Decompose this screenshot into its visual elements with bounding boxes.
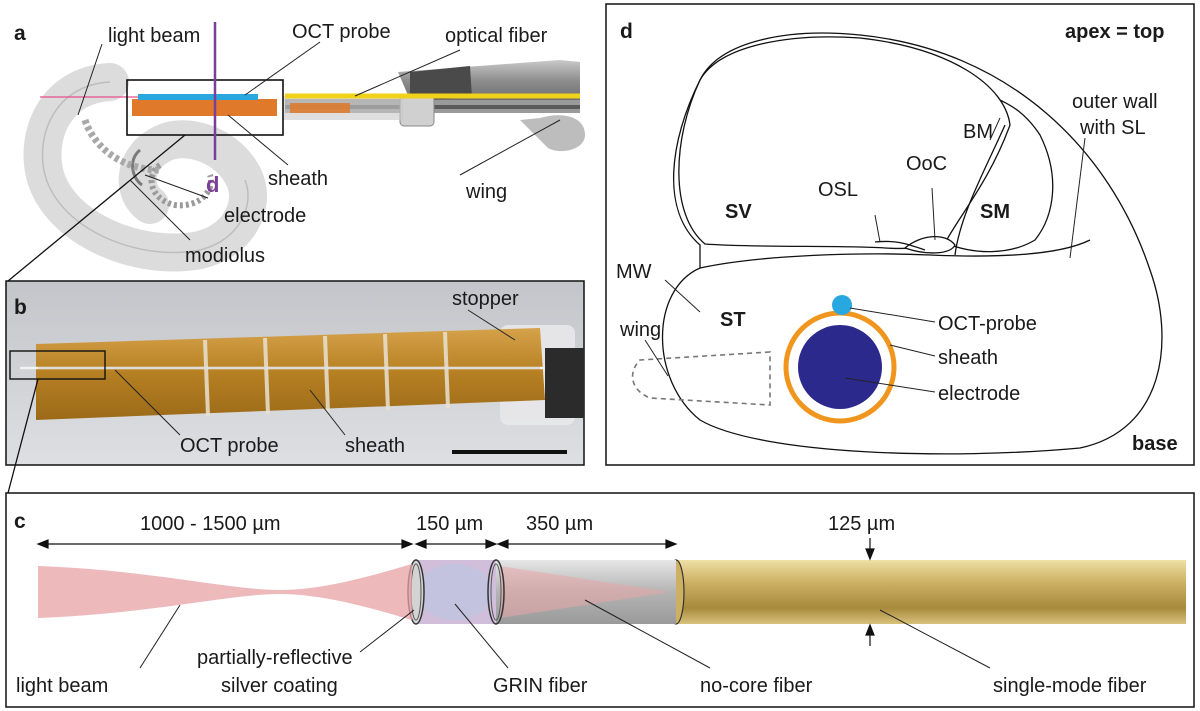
label-light-beam-a: light beam [108, 25, 200, 47]
label-sheath-b: sheath [345, 435, 405, 457]
electrode-circle [798, 325, 882, 409]
label-wing-a: wing [465, 181, 507, 203]
label-sheath-a: sheath [268, 168, 328, 190]
wing-outline [631, 351, 771, 406]
insertion-tool [283, 60, 585, 152]
base-label: base [1132, 433, 1178, 455]
st-top [699, 239, 1091, 269]
label-light-beam-c: light beam [16, 675, 108, 697]
label-outer-wall-2: with SL [1079, 117, 1146, 139]
panel-c: c 1 [5, 492, 1195, 708]
label-bm: BM [963, 121, 993, 143]
sheath-photo [36, 328, 545, 420]
ooc-shape [903, 236, 956, 254]
label-stopper-b: stopper [452, 288, 519, 310]
label-outer-wall-1: outer wall [1072, 91, 1158, 113]
panel-c-frame [5, 492, 1195, 708]
sheath-shape [132, 99, 277, 116]
zoom-box-a [126, 79, 284, 136]
panel-d: d apex = top base [605, 3, 1195, 466]
dim-beam-label: 1000 - 1500 µm [140, 513, 281, 535]
zoom-connector-b [7, 378, 39, 494]
apex-label: apex = top [1065, 21, 1164, 43]
cochlea-illustration [23, 63, 267, 272]
label-osl: OSL [818, 179, 858, 201]
oct-probe-shape [138, 94, 258, 100]
label-st: ST [720, 309, 746, 331]
label-coating-line2: silver coating [221, 675, 338, 697]
label-sheath-d: sheath [938, 347, 998, 369]
label-modiolus-a: modiolus [185, 245, 265, 267]
label-smf: single-mode fiber [993, 675, 1147, 697]
label-grin-fiber: GRIN fiber [493, 675, 588, 697]
oct-probe-circle [832, 295, 852, 315]
panel-d-letter: d [620, 20, 633, 43]
light-beam-shape-c [38, 564, 412, 620]
zoom-box-b [9, 350, 106, 380]
label-oct-probe-b: OCT probe [180, 435, 279, 457]
sm-chamber [944, 99, 1054, 253]
label-optical-fiber-a: optical fiber [445, 25, 548, 47]
label-ooc: OoC [906, 153, 947, 175]
dimension-arrows [36, 538, 875, 646]
dim-nocore-label: 350 µm [526, 513, 593, 535]
panel-c-letter: c [14, 510, 26, 533]
panel-b: b stopper OCT probe sheath [5, 280, 585, 494]
label-electrode-d: electrode [938, 383, 1020, 405]
zoom-connector-a [7, 134, 186, 282]
label-oct-probe-d: OCT-probe [938, 313, 1037, 335]
label-mw: MW [616, 261, 652, 283]
panel-a-letter: a [14, 22, 26, 45]
label-nocore-fiber: no-core fiber [700, 675, 813, 697]
scale-bar [452, 450, 567, 454]
section-marker-label: d [206, 172, 219, 197]
label-wing-d: wing [619, 319, 661, 341]
label-sv: SV [725, 201, 752, 223]
label-sm: SM [980, 201, 1010, 223]
sv-chamber [678, 36, 1011, 250]
label-oct-probe-a: OCT probe [292, 21, 391, 43]
smf-shape [676, 560, 1186, 624]
dim-diameter-label: 125 µm [828, 513, 895, 535]
panel-d-frame [605, 3, 1195, 466]
dim-grin-label: 150 µm [416, 513, 483, 535]
bm-line [954, 124, 1006, 256]
panel-a: a d [7, 21, 585, 282]
panel-b-letter: b [14, 296, 27, 319]
label-coating-line1: partially-reflective [197, 647, 353, 669]
label-electrode-a: electrode [224, 205, 306, 227]
